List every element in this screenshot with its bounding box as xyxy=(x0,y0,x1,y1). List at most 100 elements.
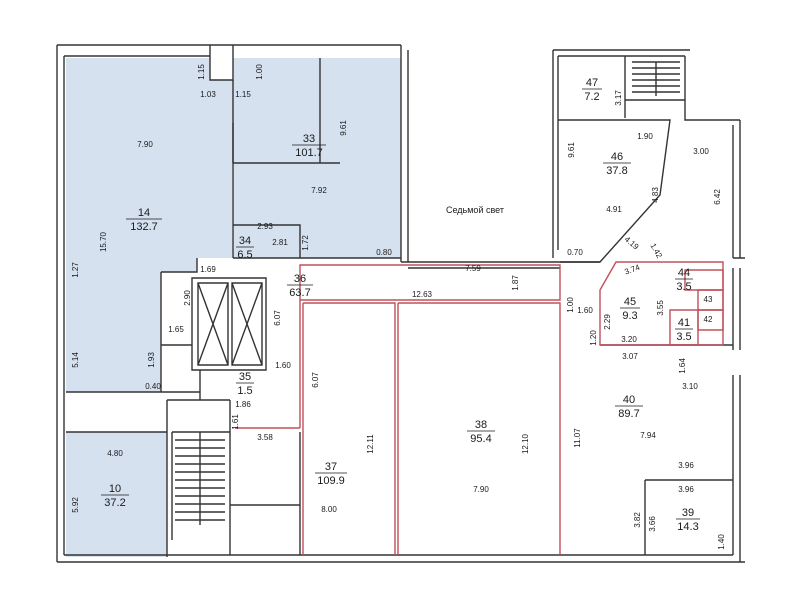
dim-1-00-v: 1.00 xyxy=(255,64,264,80)
dim-7-90-bottom: 7.90 xyxy=(473,485,489,494)
dim-1-69: 1.69 xyxy=(200,265,216,274)
dim-0-70: 0.70 xyxy=(567,248,583,257)
dim-12-11: 12.11 xyxy=(366,434,375,454)
dim-5-14: 5.14 xyxy=(71,352,80,368)
room34-box xyxy=(233,224,301,258)
room-37-area: 109.9 xyxy=(317,475,345,487)
outline-36 xyxy=(235,264,561,429)
dim-9-61-right: 9.61 xyxy=(567,142,576,158)
dim-3-96-b: 3.96 xyxy=(678,485,694,494)
dim-1-60-b: 1.60 xyxy=(577,306,593,315)
dim-3-82: 3.82 xyxy=(633,512,642,528)
room-40-area: 89.7 xyxy=(618,408,639,420)
dim-2-29: 2.29 xyxy=(603,314,612,330)
dim-1-60-a: 1.60 xyxy=(275,361,291,370)
dim-0-80: 0.80 xyxy=(376,248,392,257)
room-37-number: 37 xyxy=(325,461,337,473)
dim-6-42: 6.42 xyxy=(713,189,722,205)
dim-6-07-a: 6.07 xyxy=(273,310,282,326)
stair-walls xyxy=(171,400,231,555)
room-33-fill xyxy=(233,58,401,258)
dim-8-00: 8.00 xyxy=(321,505,337,514)
room-44-area: 3.5 xyxy=(676,281,691,293)
dim-12-63: 12.63 xyxy=(412,290,433,299)
dim-1-72: 1.72 xyxy=(301,235,310,251)
room37-walls xyxy=(230,432,301,555)
room-14-fill xyxy=(66,58,233,392)
room-41-number: 41 xyxy=(678,317,690,329)
room-39-area: 14.3 xyxy=(677,521,698,533)
room-34-number: 34 xyxy=(239,235,251,247)
light-well-label: Седьмой свет xyxy=(446,205,504,215)
room-42-number: 42 xyxy=(704,315,713,324)
room-10-area: 37.2 xyxy=(104,497,125,509)
dim-2-81: 2.81 xyxy=(272,238,288,247)
room-46-area: 37.8 xyxy=(606,165,627,177)
stair-core xyxy=(191,277,267,371)
room-39-number: 39 xyxy=(682,507,694,519)
dimension-labels: 1.15 1.00 1.03 1.15 7.90 9.61 7.92 15.70… xyxy=(71,64,726,550)
dim-4-19: 4.19 xyxy=(623,235,641,252)
dim-0-40: 0.40 xyxy=(145,382,161,391)
walls xyxy=(56,44,745,563)
dim-1-20: 1.20 xyxy=(589,330,598,346)
room-38-area: 95.4 xyxy=(470,433,491,445)
stairwell-47 xyxy=(624,56,740,121)
dim-12-10: 12.10 xyxy=(521,433,530,454)
outer-wall-left-inner xyxy=(63,55,560,556)
room-14-number: 14 xyxy=(138,207,150,219)
dim-4-83: 4.83 xyxy=(651,187,660,203)
room-41-area: 3.5 xyxy=(676,331,691,343)
dim-3-74: 3.74 xyxy=(623,263,641,277)
dim-5-92: 5.92 xyxy=(71,497,80,513)
room-35-number: 35 xyxy=(239,371,251,383)
room39-walls xyxy=(644,479,733,555)
dim-7-59: 7.59 xyxy=(465,264,481,273)
dim-4-80: 4.80 xyxy=(107,449,123,458)
room33-divider xyxy=(232,58,340,258)
dim-15-70: 15.70 xyxy=(99,231,108,252)
room-35-area: 1.5 xyxy=(237,385,252,397)
dim-3-96-a: 3.96 xyxy=(678,461,694,470)
room-45-area: 9.3 xyxy=(622,310,637,322)
top-notch xyxy=(209,45,234,81)
dim-4-91: 4.91 xyxy=(606,205,622,214)
dim-1-00-b: 1.00 xyxy=(566,297,575,313)
room-36-area: 63.7 xyxy=(289,287,310,299)
dim-3-20: 3.20 xyxy=(621,335,637,344)
corridor-mid xyxy=(401,261,600,269)
room-38-number: 38 xyxy=(475,419,487,431)
dim-2-90: 2.90 xyxy=(183,290,192,306)
dim-7-90-top: 7.90 xyxy=(137,140,153,149)
dim-6-07-b: 6.07 xyxy=(311,372,320,388)
shaded-rooms xyxy=(66,58,401,557)
room-45-number: 45 xyxy=(624,296,636,308)
dim-1-15-v: 1.15 xyxy=(197,64,206,80)
dim-3-66: 3.66 xyxy=(648,516,657,532)
outer-wall-right-top xyxy=(552,49,690,258)
room14-bottom xyxy=(66,258,198,393)
room-44-number: 44 xyxy=(678,267,690,279)
dim-1-15: 1.15 xyxy=(235,90,251,99)
dim-3-00: 3.00 xyxy=(693,147,709,156)
dim-1-87: 1.87 xyxy=(511,275,520,291)
outer-wall-left xyxy=(56,44,560,563)
room-33-area: 101.7 xyxy=(295,147,323,159)
room-40-number: 40 xyxy=(623,394,635,406)
dim-1-93: 1.93 xyxy=(147,352,156,368)
dim-3-07: 3.07 xyxy=(622,352,638,361)
dim-7-94: 7.94 xyxy=(640,431,656,440)
room-14-area: 132.7 xyxy=(130,221,158,233)
room-33-number: 33 xyxy=(303,133,315,145)
dim-3-58: 3.58 xyxy=(257,433,273,442)
dim-1-42: 1.42 xyxy=(648,242,664,260)
dim-1-65: 1.65 xyxy=(168,325,184,334)
dim-1-27: 1.27 xyxy=(71,262,80,278)
stairs-47-steps xyxy=(632,61,680,96)
elevator-2 xyxy=(231,282,263,366)
right-wall-33 xyxy=(400,45,409,262)
dim-1-03: 1.03 xyxy=(200,90,216,99)
lower-right-outer xyxy=(560,268,745,563)
dim-3-17: 3.17 xyxy=(614,90,623,106)
room-47-number: 47 xyxy=(586,77,598,89)
